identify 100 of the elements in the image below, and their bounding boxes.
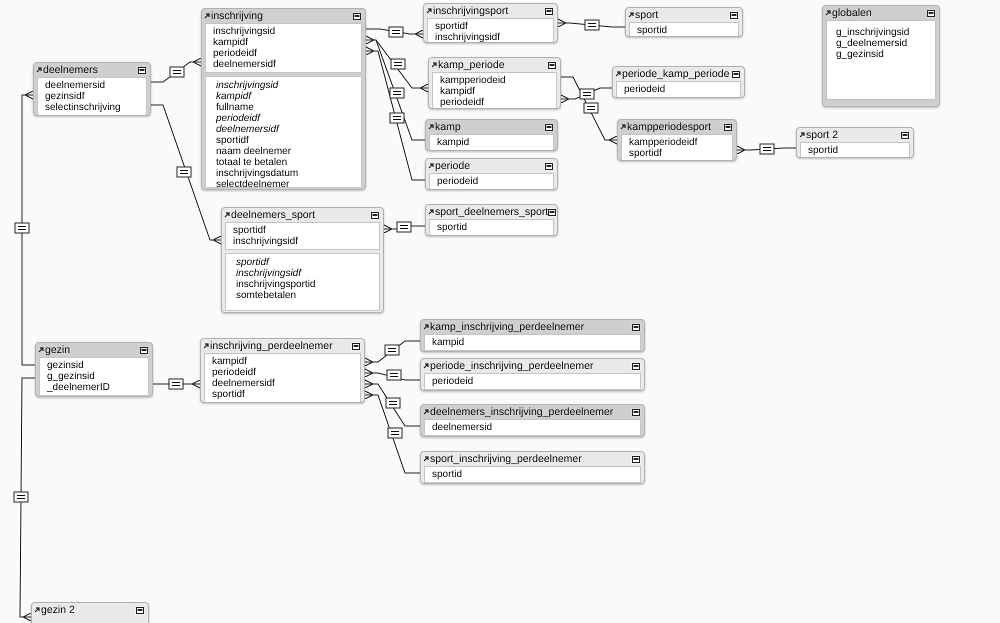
table-box [33, 62, 151, 116]
table-box [425, 204, 558, 236]
relationship-line [366, 36, 426, 140]
field-name: naam deelnemer [216, 146, 292, 157]
field-name: periodeidf [212, 367, 256, 378]
table-title: sport [635, 9, 658, 21]
field-name: periodeidf [213, 48, 257, 59]
field-name: sportid [432, 469, 462, 480]
field-name: selectdeelnemer [216, 179, 290, 189]
field-name: kampperiodeid [440, 75, 506, 86]
field-name: sportid [808, 145, 838, 156]
field-name: sportid [437, 222, 468, 233]
field-name: g_inschrijvingsid [836, 27, 910, 38]
field-name: inschrijvingsidf [435, 32, 500, 42]
relationship-line [384, 224, 426, 234]
field-name: sportidf [435, 21, 468, 32]
relationship-line [736, 146, 796, 154]
table-title: gezin 2 [41, 604, 75, 616]
field-name: deelnemersidf [213, 59, 276, 70]
field-name: sportidf [212, 389, 245, 400]
table-title: deelnemers_inschrijving_perdeelnemer [430, 406, 614, 418]
table-title: gezin [45, 344, 70, 356]
table-title: kampperiodesport [627, 121, 712, 133]
field-name: periodeidf [440, 97, 484, 108]
table-box [796, 127, 914, 158]
table-title: inschrijvingsport [433, 5, 508, 17]
table-box [822, 5, 940, 107]
relationship-line [560, 88, 612, 104]
relationship-line [364, 390, 420, 474]
relationship-line [364, 368, 420, 380]
table-box [423, 3, 558, 43]
table-box [201, 8, 366, 190]
relationship-line [150, 104, 222, 244]
table-box [420, 358, 645, 391]
field-name: inschrijvingsportid [236, 279, 316, 290]
field-name: deelnemersid [432, 422, 492, 433]
table-box [35, 342, 153, 397]
table-box [428, 57, 561, 109]
table-title: kamp_inschrijving_perdeelnemer [430, 321, 584, 333]
table-box [625, 7, 743, 37]
relationship-line [364, 380, 420, 426]
relationship-line [366, 28, 424, 38]
table-box [221, 207, 384, 313]
field-name: inschrijvingsidf [236, 268, 302, 279]
relationship-line [364, 340, 420, 366]
field-name: kampid [432, 337, 464, 348]
field-name: somtebetalen [236, 290, 296, 301]
relationship-line [152, 380, 200, 388]
table-title: periode [435, 160, 470, 172]
field-name: fullname [216, 102, 254, 113]
field-name: kampidf [212, 356, 248, 367]
table-box [420, 451, 645, 484]
field-name: deelnemersid [45, 80, 106, 91]
field-name: periodeid [624, 84, 666, 95]
field-name: inschrijvingsid [213, 26, 276, 37]
field-name: sportidf [236, 257, 269, 268]
table-title: periode_inschrijving_perdeelnemer [430, 360, 594, 372]
relationship-line [366, 46, 426, 180]
table-title: inschrijving_perdeelnemer [210, 340, 333, 352]
relationship-line [558, 18, 626, 28]
field-name: inschrijvingsdatum [216, 168, 298, 179]
table-title: periode_kamp_periode [622, 68, 730, 80]
relationship-line [22, 90, 36, 366]
field-name: deelnemersidf [212, 378, 275, 389]
table-box [425, 158, 558, 190]
field-name: sportidf [629, 148, 662, 159]
table-title: kamp_periode [438, 59, 505, 71]
field-name: sportidf [216, 135, 249, 146]
field-name: gezinsidf [45, 91, 84, 102]
table-box [200, 338, 365, 403]
relationship-line [20, 378, 36, 622]
table-box [420, 404, 645, 437]
table-title: sport 2 [806, 129, 838, 141]
field-name: kampperiodeidf [629, 137, 698, 148]
table-title: sport_inschrijving_perdeelnemer [430, 453, 582, 465]
table-box [31, 602, 149, 623]
field-name: kampidf [440, 86, 476, 97]
table-title: inschrijving [211, 10, 263, 22]
table-box [420, 319, 645, 352]
field-name: g_gezinsid [836, 49, 884, 60]
table-box [612, 66, 745, 98]
field-name: kampid [437, 137, 470, 148]
field-name: gezinsid [47, 360, 84, 371]
field-name: kampidf [216, 91, 252, 102]
table-box [617, 119, 737, 161]
field-name: g_gezinsid [47, 371, 95, 382]
relationship-line [560, 76, 618, 144]
field-name: kampidf [213, 37, 248, 48]
field-name: periodeid [437, 176, 478, 187]
field-name: _deelnemerID [47, 382, 110, 393]
field-name: sportidf [233, 225, 266, 236]
field-name: selectinschrijving [45, 102, 121, 113]
field-panel [205, 76, 362, 188]
field-name: totaal te betalen [216, 157, 288, 168]
field-name: inschrijvingsid [216, 80, 278, 91]
table-title: deelnemers_sport [231, 209, 316, 221]
table-title: globalen [832, 7, 872, 19]
field-name: periodeidf [216, 113, 260, 124]
field-name: inschrijvingsidf [233, 236, 298, 247]
field-name: sportid [637, 25, 668, 36]
